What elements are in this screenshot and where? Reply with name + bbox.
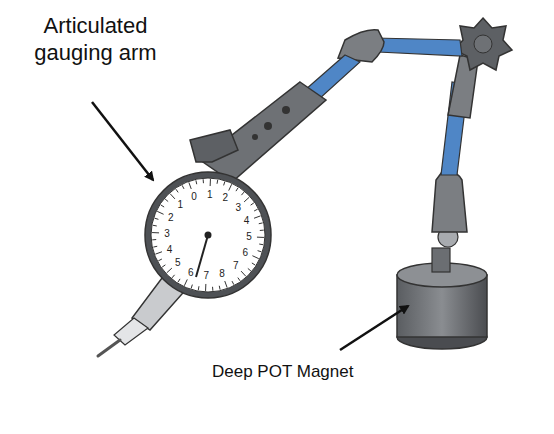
dial-tick	[178, 279, 180, 282]
dial-tick	[203, 179, 204, 183]
dial-number: 1	[207, 189, 213, 200]
dial-tick	[241, 192, 244, 195]
dial-number: 2	[223, 192, 229, 203]
dial-tick	[248, 268, 251, 271]
dial-tick	[225, 281, 227, 288]
dial-tick	[176, 189, 178, 192]
dial-tick	[191, 285, 192, 289]
dial-tick	[232, 281, 234, 285]
dial-tick	[158, 259, 162, 261]
dial-number: 3	[164, 228, 170, 239]
dial-number: 4	[244, 215, 250, 226]
dial-tick	[195, 180, 197, 184]
dial-tick	[224, 182, 225, 186]
dial-number: 0	[191, 191, 197, 202]
dial-tick	[161, 205, 164, 207]
dial-tick	[157, 211, 163, 214]
part-label: Deep POT Magnet	[212, 362, 353, 382]
dial-tick	[170, 194, 175, 199]
dial-tick	[172, 275, 175, 278]
dial-tick	[152, 232, 159, 233]
dial-number: 3	[235, 202, 241, 213]
dial-tick	[229, 184, 232, 190]
dial-tick	[198, 286, 200, 290]
dial-tick	[259, 222, 263, 224]
dial-tick	[252, 263, 255, 265]
dial-tick	[212, 287, 213, 291]
dial-number: 4	[167, 244, 173, 255]
dial-tick	[217, 180, 219, 184]
dial-tick	[205, 284, 206, 291]
dial-number: 5	[175, 257, 181, 268]
dial-tick	[254, 216, 261, 218]
dial-tick	[155, 218, 159, 219]
dial-tick	[258, 251, 262, 252]
dial-tick	[162, 265, 165, 267]
dial-tick	[153, 225, 157, 227]
dial-number: 2	[168, 212, 174, 223]
dial-tick	[251, 203, 254, 205]
dial-tick	[182, 185, 184, 189]
dial-number: 7	[233, 260, 239, 271]
dial-tick	[236, 188, 238, 191]
dial-number: 5	[246, 231, 252, 242]
dial-tick	[153, 246, 157, 248]
dial-tick	[155, 252, 162, 254]
dial-tick	[241, 271, 246, 276]
dial-tick	[210, 179, 211, 186]
callout-label: Articulated gauging arm	[8, 12, 183, 66]
dial-tick	[260, 230, 264, 231]
dial-tick	[189, 182, 191, 189]
dial-tick	[167, 268, 172, 273]
dial-tick	[219, 286, 221, 290]
dial-tick	[244, 197, 249, 202]
dial-number: 7	[203, 270, 209, 281]
dial-number: 1	[178, 199, 184, 210]
dial-tick	[184, 279, 187, 285]
dial-number: 8	[219, 268, 225, 279]
dial-tick	[259, 244, 263, 246]
dial-tick	[165, 199, 168, 202]
dial-number: 6	[188, 267, 194, 278]
dial-tick	[238, 278, 240, 281]
dial-tick	[152, 239, 156, 240]
dial-tick	[254, 209, 258, 211]
dial-number: 6	[242, 247, 248, 258]
dial-tick	[252, 256, 258, 259]
dial-tick	[257, 237, 264, 238]
